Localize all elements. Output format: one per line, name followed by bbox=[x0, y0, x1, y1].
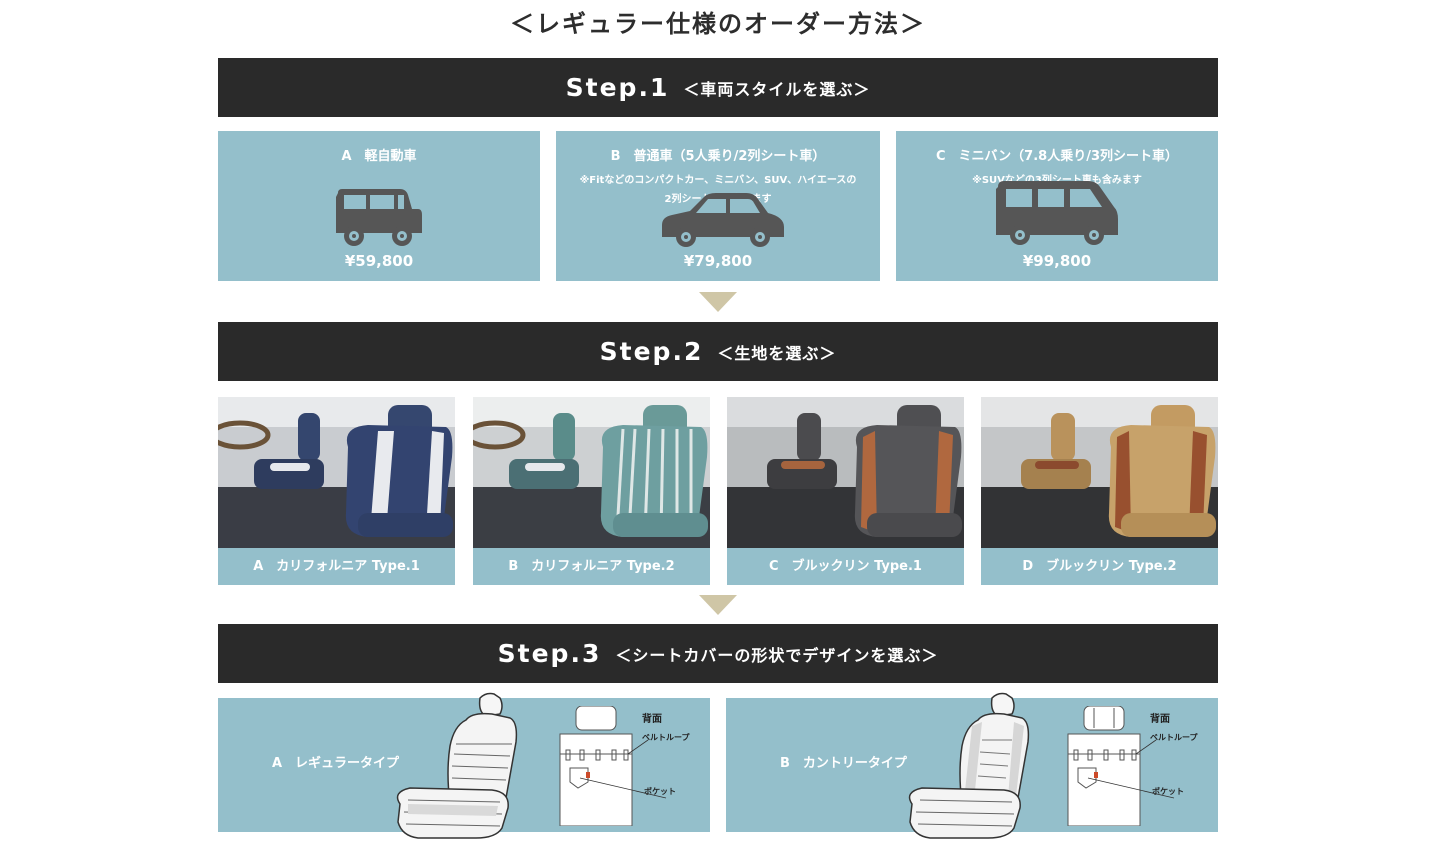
down-arrow-icon bbox=[699, 292, 737, 312]
vehicle-price: ¥99,800 bbox=[1022, 252, 1092, 270]
step1-subtitle: ＜車両スタイルを選ぶ＞ bbox=[683, 79, 871, 99]
back-label: 背面 bbox=[1150, 714, 1170, 725]
fabric-option-b[interactable]: B カリフォルニア Type.2 bbox=[473, 397, 710, 585]
cover-back-diagram bbox=[559, 705, 667, 827]
belt-loop-label: ベルトループ bbox=[1150, 733, 1198, 742]
vehicle-option-c[interactable]: C ミニバン（7.8人乗り/3列シート車） ※SUVなどの3列シート車も含みます… bbox=[896, 131, 1218, 281]
fabric-option-a[interactable]: A カリフォルニア Type.1 bbox=[218, 397, 455, 585]
country-seat-illustration bbox=[908, 692, 1030, 839]
design-label: A レギュラータイプ bbox=[272, 756, 400, 771]
fabric-label: B カリフォルニア Type.2 bbox=[508, 559, 675, 574]
vehicle-title: B 普通車（5人乗り/2列シート車） bbox=[610, 149, 826, 164]
vehicle-title: A 軽自動車 bbox=[341, 149, 417, 164]
vehicle-price: ¥79,800 bbox=[683, 252, 753, 270]
fabric-option-c[interactable]: C ブルックリン Type.1 bbox=[727, 397, 964, 585]
seat-photo-denim bbox=[218, 397, 455, 548]
vehicle-option-b[interactable]: B 普通車（5人乗り/2列シート車） ※Fitなどのコンパクトカー、ミニバン、S… bbox=[556, 131, 880, 281]
design-label: B カントリータイプ bbox=[780, 756, 907, 771]
fabric-label: D ブルックリン Type.2 bbox=[1022, 559, 1177, 574]
vehicle-note: ※SUVなどの3列シート車も含みます bbox=[972, 175, 1142, 186]
cover-diagram: 背面 ベルトループ ポケット bbox=[1066, 705, 1216, 830]
fabric-label: C ブルックリン Type.1 bbox=[769, 559, 922, 574]
fabric-option-d[interactable]: D ブルックリン Type.2 bbox=[981, 397, 1218, 585]
vehicle-note-line1: ※Fitなどのコンパクトカー、ミニバン、SUV、ハイエースの bbox=[579, 175, 857, 186]
cover-back-diagram bbox=[1067, 705, 1175, 827]
step3-subtitle: ＜シートカバーの形状でデザインを選ぶ＞ bbox=[615, 645, 939, 665]
step2-header: Step.2 ＜生地を選ぶ＞ bbox=[218, 322, 1218, 381]
fabric-label: A カリフォルニア Type.1 bbox=[253, 559, 420, 574]
vehicle-title: C ミニバン（7.8人乗り/3列シート車） bbox=[935, 149, 1178, 164]
seat-photo-stripe bbox=[473, 397, 710, 548]
regular-seat-illustration bbox=[396, 692, 518, 839]
seat-photo-brooklyn-tan bbox=[981, 397, 1218, 548]
pocket-label: ポケット bbox=[644, 787, 676, 796]
step2-subtitle: ＜生地を選ぶ＞ bbox=[717, 343, 837, 363]
seat-photo-brooklyn-dark bbox=[727, 397, 964, 548]
cover-diagram: 背面 ベルトループ ポケット bbox=[558, 705, 708, 830]
down-arrow-icon bbox=[699, 595, 737, 615]
design-option-a[interactable]: A レギュラータイプ 背面 ベルトループ ポケット bbox=[218, 692, 710, 839]
back-label: 背面 bbox=[642, 714, 662, 725]
design-option-b[interactable]: B カントリータイプ 背面 bbox=[726, 692, 1218, 839]
step3-label: Step.3 bbox=[497, 639, 602, 668]
step1-header: Step.1 ＜車両スタイルを選ぶ＞ bbox=[218, 58, 1218, 117]
vehicle-option-a[interactable]: A 軽自動車 ¥59,800 bbox=[218, 131, 540, 281]
page-title: ＜レギュラー仕様のオーダー方法＞ bbox=[510, 10, 926, 38]
sedan-car-icon bbox=[662, 193, 784, 247]
step2-label: Step.2 bbox=[599, 337, 704, 366]
belt-loop-label: ベルトループ bbox=[642, 733, 690, 742]
vehicle-price: ¥59,800 bbox=[344, 252, 414, 270]
kei-car-icon bbox=[336, 189, 422, 246]
step1-label: Step.1 bbox=[565, 73, 670, 102]
pocket-label: ポケット bbox=[1152, 787, 1184, 796]
minivan-icon bbox=[996, 181, 1118, 245]
step3-header: Step.3 ＜シートカバーの形状でデザインを選ぶ＞ bbox=[218, 624, 1218, 683]
